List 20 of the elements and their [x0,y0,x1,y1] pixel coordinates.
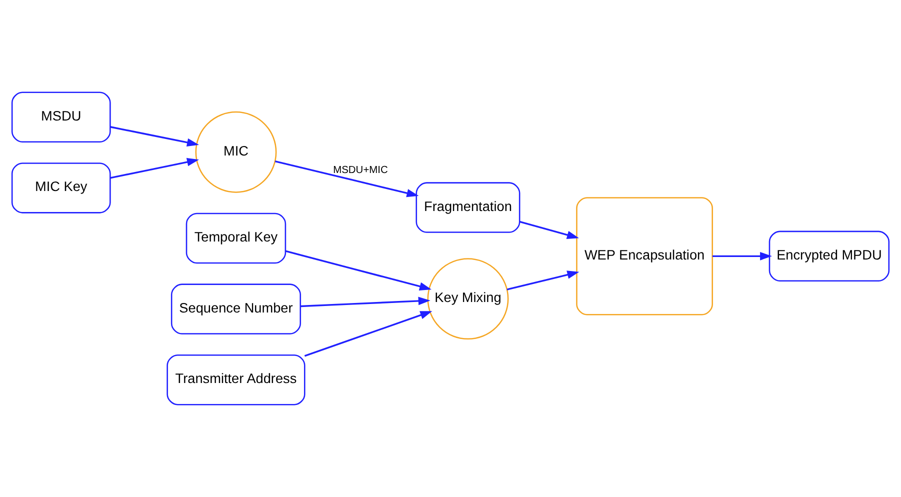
edge-label: MSDU+MIC [333,165,388,176]
arrow [519,220,579,239]
node-circle: Key Mixing [427,258,509,340]
node-box: Transmitter Address [166,354,306,406]
arrow [300,296,430,308]
arrow [506,270,580,290]
node-box: Encrypted MPDU [768,230,890,282]
node-box: Sequence Number [170,284,302,334]
node-circle: MIC [195,111,277,193]
arrow [304,311,432,357]
node-box: WEP Encapsulation [576,197,713,316]
node-box: MIC Key [11,162,111,214]
arrow [274,160,419,198]
arrow [110,126,199,147]
node-box: Fragmentation [416,182,520,233]
arrow [285,250,432,290]
node-box: Temporal Key [186,212,286,264]
arrow [712,252,772,260]
arrow [110,158,199,179]
node-box: MSDU [11,92,111,143]
